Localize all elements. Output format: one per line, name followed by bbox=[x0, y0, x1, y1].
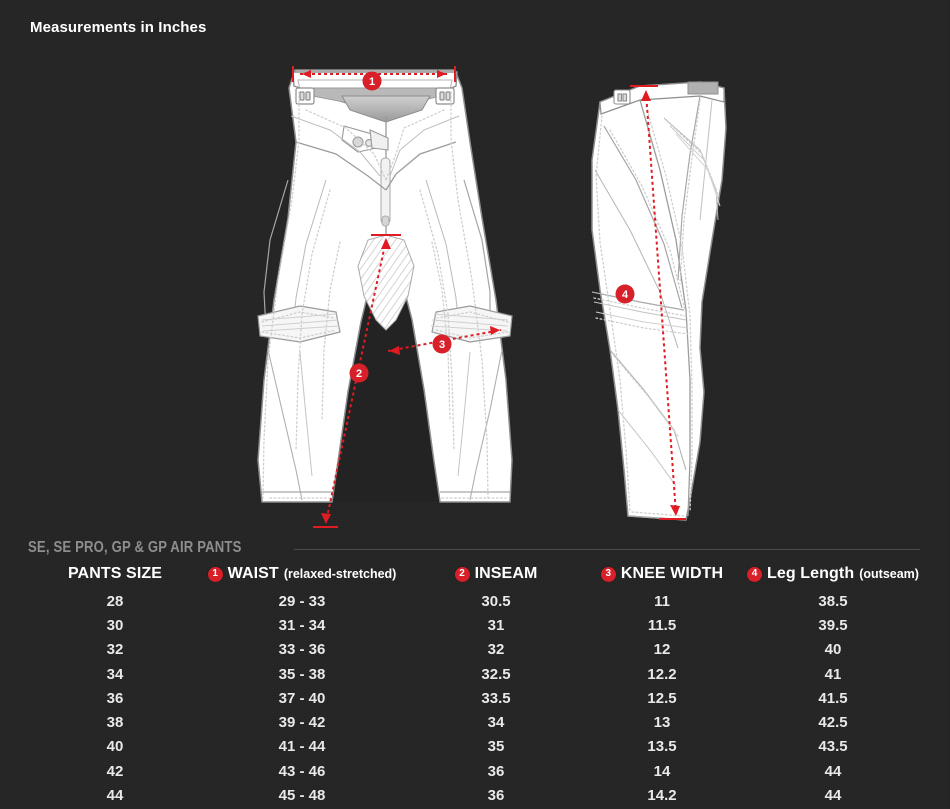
svg-text:3: 3 bbox=[439, 339, 445, 351]
callout-badges: 1 2 3 4 bbox=[349, 71, 635, 383]
table-cell: 43 - 46 bbox=[278, 762, 326, 780]
table-cell: 41 - 44 bbox=[278, 738, 326, 756]
table-cell: 45 - 48 bbox=[278, 787, 326, 805]
table-cell: 13 bbox=[653, 714, 671, 732]
column-label: INSEAM bbox=[474, 565, 538, 582]
table-row: 32 33 - 36 32 12 40 bbox=[0, 638, 950, 662]
table-cell: 32 bbox=[106, 641, 124, 659]
column-sublabel: (outseam) bbox=[859, 567, 919, 581]
table-cell: 41 bbox=[824, 665, 842, 683]
svg-text:2: 2 bbox=[356, 368, 362, 380]
table-row: 34 35 - 38 32.5 12.2 41 bbox=[0, 662, 950, 686]
table-group-row: SE, SE PRO, GP & GP AIR PANTS bbox=[28, 538, 920, 558]
table-cell: 14 bbox=[653, 762, 671, 780]
svg-text:1: 1 bbox=[369, 76, 375, 88]
table-cell: 40 bbox=[824, 641, 842, 659]
table-cell: 12.5 bbox=[647, 689, 677, 707]
size-chart-table: SE, SE PRO, GP & GP AIR PANTS PANTS SIZE… bbox=[0, 533, 950, 809]
table-cell: 32.5 bbox=[481, 665, 511, 683]
table-cell: 31 bbox=[487, 616, 505, 634]
table-cell: 31 - 34 bbox=[278, 616, 326, 634]
table-cell: 32 bbox=[487, 641, 505, 659]
table-row: 30 31 - 34 31 11.5 39.5 bbox=[0, 613, 950, 637]
page-title: Measurements in Inches bbox=[30, 19, 207, 36]
table-row: 42 43 - 46 36 14 44 bbox=[0, 759, 950, 783]
table-cell: 11 bbox=[654, 592, 670, 610]
table-cell: 41.5 bbox=[818, 689, 848, 707]
table-cell: 39.5 bbox=[818, 616, 848, 634]
table-cell: 39 - 42 bbox=[278, 714, 326, 732]
table-cell: 43.5 bbox=[818, 738, 848, 756]
table-cell: 36 bbox=[487, 787, 505, 805]
table-cell: 44 bbox=[106, 787, 124, 805]
table-cell: 12 bbox=[653, 641, 671, 659]
table-group-divider bbox=[294, 548, 920, 550]
table-cell: 38 bbox=[106, 714, 124, 732]
table-cell: 36 bbox=[487, 762, 505, 780]
table-row: 36 37 - 40 33.5 12.5 41.5 bbox=[0, 686, 950, 710]
table-group-label: SE, SE PRO, GP & GP AIR PANTS bbox=[28, 539, 242, 556]
callout-badge-1: 1 bbox=[362, 71, 382, 91]
table-cell: 13.5 bbox=[647, 738, 677, 756]
table-cell: 42 bbox=[106, 762, 124, 780]
table-row: 40 41 - 44 35 13.5 43.5 bbox=[0, 735, 950, 759]
table-cell: 40 bbox=[106, 738, 124, 756]
table-cell: 30 bbox=[106, 616, 124, 634]
table-cell: 44 bbox=[824, 787, 842, 805]
table-cell: 44 bbox=[824, 762, 842, 780]
table-cell: 42.5 bbox=[818, 714, 848, 732]
table-row: 28 29 - 33 30.5 11 38.5 bbox=[0, 589, 950, 613]
table-cell: 33 - 36 bbox=[278, 641, 326, 659]
table-header-cell: PANTS SIZE bbox=[40, 563, 190, 585]
table-cell: 34 bbox=[487, 714, 505, 732]
size-chart-illustration: 1 2 3 4 bbox=[0, 30, 950, 530]
table-cell: 29 - 33 bbox=[278, 592, 326, 610]
table-cell: 33.5 bbox=[481, 689, 511, 707]
callout-badge-3-legend: 3 bbox=[600, 566, 616, 582]
callout-badge-2-legend: 2 bbox=[454, 566, 470, 582]
table-cell: 35 - 38 bbox=[278, 665, 326, 683]
table-row: 38 39 - 42 34 13 42.5 bbox=[0, 710, 950, 734]
callout-badge-4: 4 bbox=[615, 284, 635, 304]
callout-badge-2: 2 bbox=[349, 363, 369, 383]
table-cell: 38.5 bbox=[818, 592, 848, 610]
table-cell: 37 - 40 bbox=[278, 689, 326, 707]
column-sublabel: (relaxed-stretched) bbox=[283, 567, 397, 581]
table-cell: 30.5 bbox=[481, 592, 511, 610]
column-label: PANTS SIZE bbox=[67, 565, 163, 582]
column-label: KNEE WIDTH bbox=[620, 565, 724, 582]
table-cell: 14.2 bbox=[647, 787, 677, 805]
table-body: 28 29 - 33 30.5 11 38.5 30 31 - 34 31 11.5 39.5 32… bbox=[0, 589, 950, 808]
pants-side-view bbox=[591, 81, 727, 521]
callout-badge-3: 3 bbox=[432, 334, 452, 354]
table-cell: 35 bbox=[487, 738, 505, 756]
table-row: 44 45 - 48 36 14.2 44 bbox=[0, 783, 950, 807]
pants-front-view bbox=[257, 69, 513, 503]
table-cell: 28 bbox=[106, 592, 124, 610]
table-cell: 36 bbox=[106, 689, 124, 707]
column-label: WAIST bbox=[227, 565, 279, 582]
table-cell: 12.2 bbox=[647, 665, 677, 683]
callout-badge-4-legend: 4 bbox=[747, 566, 763, 582]
callout-badge-1-legend: 1 bbox=[207, 566, 223, 582]
table-cell: 11.5 bbox=[647, 616, 677, 634]
column-label: Leg Length bbox=[767, 565, 855, 582]
table-cell: 34 bbox=[106, 665, 124, 683]
svg-text:4: 4 bbox=[622, 289, 629, 301]
